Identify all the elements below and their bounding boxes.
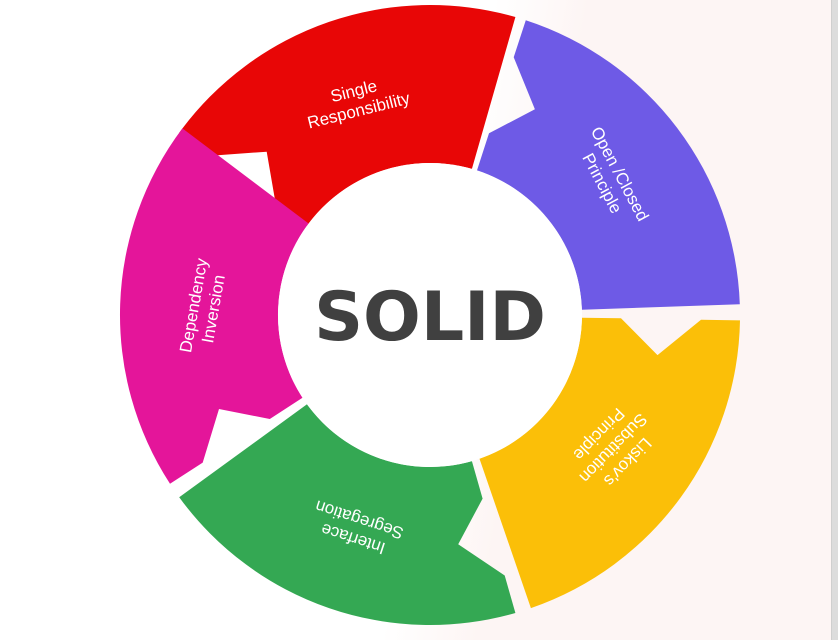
diagram-title: SOLID bbox=[314, 278, 546, 357]
segment-interface-segregation bbox=[179, 404, 516, 625]
window-edge-scrollbar bbox=[831, 0, 838, 640]
segment-liskov-substitution bbox=[479, 317, 740, 609]
segment-dependency-inversion bbox=[119, 128, 309, 484]
center-circle bbox=[278, 163, 582, 467]
segment-single-responsibility bbox=[179, 5, 516, 226]
segment-open-closed bbox=[477, 20, 740, 310]
